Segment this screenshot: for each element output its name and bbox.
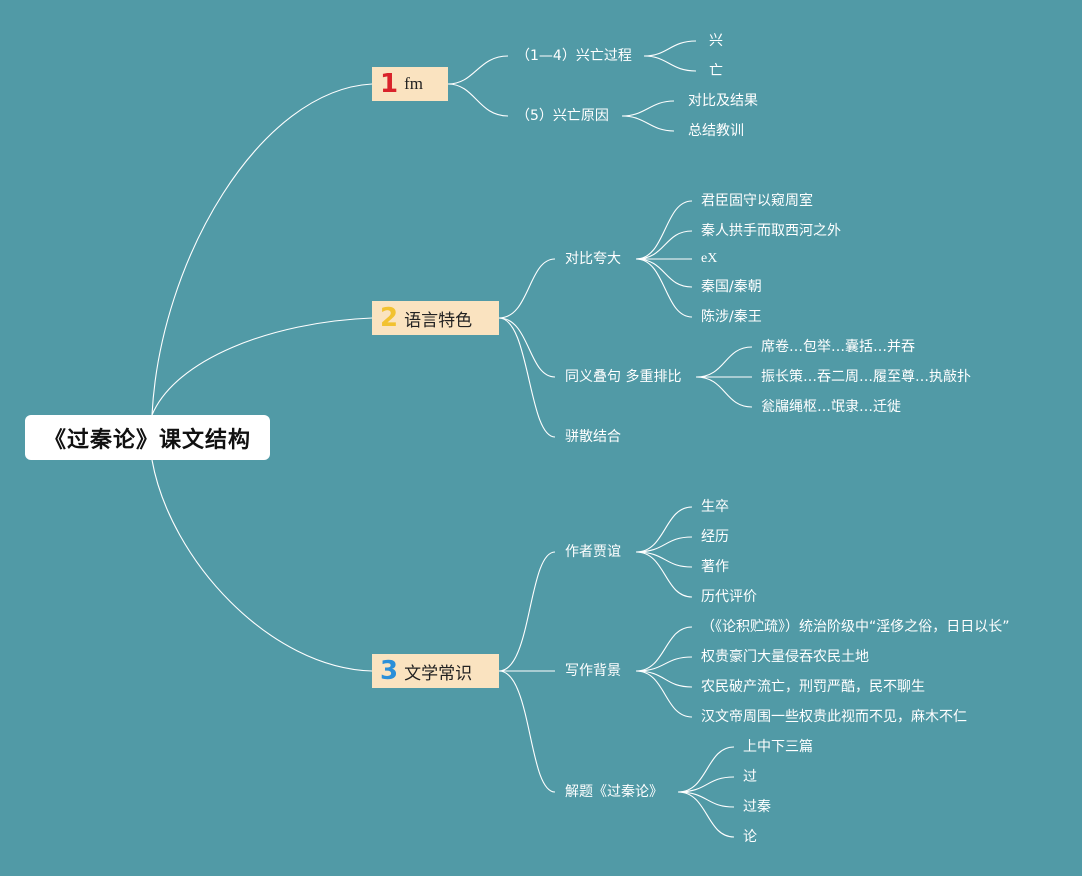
branch-node-literature[interactable]: 3 文学常识 xyxy=(372,654,499,688)
branch-label: 文学常识 xyxy=(404,663,473,684)
leaf-item[interactable]: 著作 xyxy=(701,559,729,575)
leaf-item[interactable]: 瓮牖绳枢…氓隶…迁徙 xyxy=(761,399,901,415)
leaf-item[interactable]: 君臣固守以窥周室 xyxy=(701,193,813,209)
branch-label: 语言特色 xyxy=(404,310,473,331)
leaf-item[interactable]: eX xyxy=(701,251,718,266)
branch-label: fm xyxy=(404,74,423,93)
leaf-lesson[interactable]: 总结教训 xyxy=(688,123,744,139)
node-author[interactable]: 作者贾谊 xyxy=(565,544,621,560)
branch-node-language[interactable]: 2 语言特色 xyxy=(372,301,499,335)
leaf-item[interactable]: 振长策…吞二周…履至尊…执敲扑 xyxy=(761,369,971,385)
node-contrast-exaggeration[interactable]: 对比夸大 xyxy=(565,251,621,267)
number-two-icon: 2 xyxy=(380,303,399,333)
branch-node-structure[interactable]: 1 fm xyxy=(372,67,448,101)
node-background[interactable]: 写作背景 xyxy=(565,663,621,679)
leaf-rise[interactable]: 兴 xyxy=(709,33,723,49)
leaf-item[interactable]: 汉文帝周围一些权贵此视而不见，麻木不仁 xyxy=(701,709,967,725)
root-node-title[interactable]: 《过秦论》课文结构 xyxy=(25,415,270,460)
leaf-item[interactable]: 过秦 xyxy=(743,799,771,815)
leaf-item[interactable]: 过 xyxy=(743,769,757,785)
leaf-item[interactable]: 秦人拱手而取西河之外 xyxy=(701,223,841,239)
node-parallelism[interactable]: 同义叠句 多重排比 xyxy=(565,369,682,385)
node-paragraphs-1-4[interactable]: （1—4）兴亡过程 xyxy=(516,48,632,64)
node-title-explanation[interactable]: 解题《过秦论》 xyxy=(565,784,663,800)
leaf-item[interactable]: 历代评价 xyxy=(701,589,757,605)
leaf-item[interactable]: 席卷…包举…囊括…并吞 xyxy=(761,339,915,355)
leaf-item[interactable]: 论 xyxy=(743,829,757,845)
leaf-item[interactable]: （《论积贮疏》）统治阶级中“淫侈之俗，日日以长” xyxy=(701,619,1010,635)
leaf-item[interactable]: 陈涉/秦王 xyxy=(701,309,762,325)
leaf-item[interactable]: 秦国/秦朝 xyxy=(701,279,762,295)
leaf-contrast-result[interactable]: 对比及结果 xyxy=(688,93,758,109)
number-one-icon: 1 xyxy=(380,69,399,99)
leaf-item[interactable]: 上中下三篇 xyxy=(743,739,813,755)
leaf-item[interactable]: 权贵豪门大量侵吞农民土地 xyxy=(701,649,869,665)
leaf-item[interactable]: 生卒 xyxy=(701,499,729,515)
leaf-item[interactable]: 农民破产流亡，刑罚严酷，民不聊生 xyxy=(701,679,925,695)
node-paragraph-5[interactable]: （5）兴亡原因 xyxy=(516,108,609,124)
leaf-item[interactable]: 经历 xyxy=(701,529,729,545)
node-parallel-prose[interactable]: 骈散结合 xyxy=(565,429,621,445)
number-three-icon: 3 xyxy=(380,656,399,686)
leaf-fall[interactable]: 亡 xyxy=(709,63,723,79)
